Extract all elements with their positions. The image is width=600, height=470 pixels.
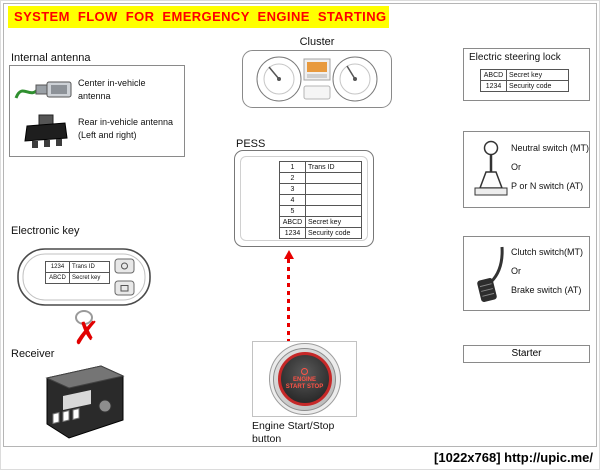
pess-cell: 1 [279, 161, 306, 173]
starter-label: Starter [511, 348, 542, 359]
engine-button-glyph-icon [301, 367, 308, 375]
steering-lock-cell: Security code [506, 80, 569, 92]
center-antenna-icon [14, 81, 72, 99]
pess-cell: 4 [279, 194, 306, 206]
steering-lock-cell: Secret key [506, 69, 569, 81]
neutral-switch-line2: Or [511, 162, 521, 172]
watermark-text: [1022x768] http://upic.me/ [434, 450, 593, 465]
pedal-icon [477, 246, 504, 302]
pess-cell: 1234 [279, 227, 306, 239]
engine-button-face: ENGINE START STOP [277, 352, 332, 406]
receiver-icon [45, 365, 125, 439]
pess-cell [305, 172, 362, 184]
page-title: SYSTEM FLOW FOR EMERGENCY ENGINE STARTIN… [14, 9, 387, 24]
key-table-cell: Trans ID [69, 261, 110, 273]
steering-lock-title: Electric steering lock [469, 52, 561, 63]
rear-antenna-icon [24, 114, 68, 148]
electronic-key-label: Electronic key [11, 225, 80, 237]
neutral-switch-line3: P or N switch (AT) [511, 181, 584, 191]
key-data-table: 1234 Trans ID ABCD Secret key [45, 261, 110, 284]
gear-lever-icon [474, 140, 508, 196]
pess-cell [305, 194, 362, 206]
pess-cell: Security code [305, 227, 362, 239]
pess-cell: Secret key [305, 216, 362, 228]
engine-start-stop-button-icon: ENGINE START STOP [268, 343, 341, 415]
arrow-line [287, 259, 290, 345]
key-table-cell: Secret key [69, 272, 110, 284]
pess-cell: 2 [279, 172, 306, 184]
flow-arrow [283, 250, 295, 345]
rear-antenna-label: Rear in-vehicle antenna (Left and right) [78, 117, 174, 140]
cluster-icon [242, 50, 392, 108]
pess-cell [305, 205, 362, 217]
clutch-switch-line2: Or [511, 266, 521, 276]
engine-button-face-text: ENGINE START STOP [285, 376, 324, 390]
clutch-switch-box: Clutch switch(MT) Or Brake switch (AT) [463, 236, 590, 311]
key-ring-icon [75, 310, 93, 325]
cluster-label: Cluster [299, 36, 335, 48]
key-table-cell: 1234 [45, 261, 70, 273]
pess-inner-outline [240, 156, 368, 241]
pess-cell [305, 183, 362, 195]
arrow-head-icon [284, 250, 294, 259]
pess-cell: 3 [279, 183, 306, 195]
title-banner: SYSTEM FLOW FOR EMERGENCY ENGINE STARTIN… [8, 6, 389, 28]
no-communication-x-icon: ✗ [73, 315, 100, 351]
pess-cell: ABCD [279, 216, 306, 228]
clutch-switch-line3: Brake switch (AT) [511, 285, 582, 295]
neutral-switch-box: Neutral switch (MT) Or P or N switch (AT… [463, 131, 590, 208]
starter-box: Starter [463, 345, 590, 363]
internal-antenna-box: Center in-vehicle antenna Rear in-vehicl… [9, 65, 185, 157]
engine-button-label: Engine Start/Stop button [252, 420, 335, 445]
steering-lock-table: ABCD Secret key 1234 Security code [480, 69, 569, 92]
engine-button-bezel: ENGINE START STOP [273, 347, 336, 411]
key-table-cell: ABCD [45, 272, 70, 284]
electronic-key: 1234 Trans ID ABCD Secret key [13, 238, 155, 316]
steering-lock-box: Electric steering lock ABCD Secret key 1… [463, 48, 590, 101]
center-antenna-label: Center in-vehicle antenna [78, 78, 146, 101]
pess-cell: 5 [279, 205, 306, 217]
pess-cell: Trans ID [305, 161, 362, 173]
engine-start-stop-button-box: ENGINE START STOP [252, 341, 357, 417]
internal-antenna-label: Internal antenna [11, 52, 91, 64]
receiver-label: Receiver [11, 348, 55, 360]
neutral-switch-line1: Neutral switch (MT) [511, 143, 590, 153]
pess-label: PESS [236, 138, 266, 150]
clutch-switch-line1: Clutch switch(MT) [511, 247, 584, 257]
steering-lock-cell: 1234 [480, 80, 507, 92]
steering-lock-cell: ABCD [480, 69, 507, 81]
